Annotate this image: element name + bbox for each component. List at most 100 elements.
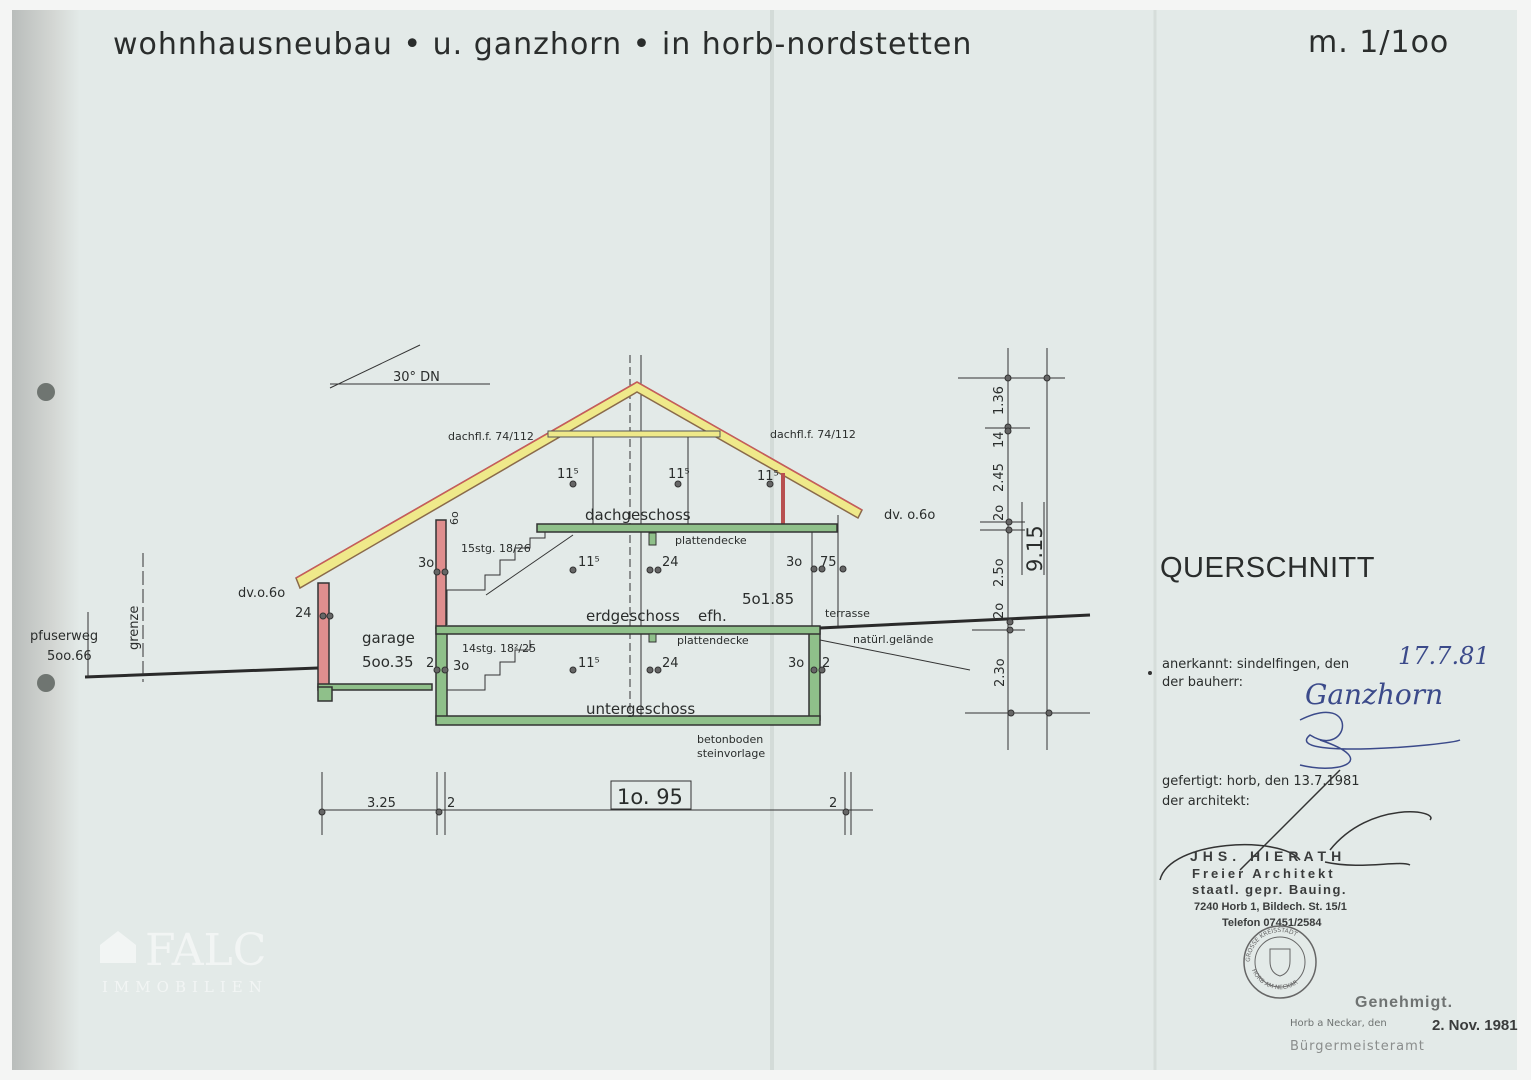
client-signature: Ganzhorn xyxy=(1305,678,1443,711)
ground-floor-level: 5o1.85 xyxy=(742,590,794,608)
lower-stairs xyxy=(446,640,531,716)
client-label: der bauherr: xyxy=(1162,675,1243,690)
bullet xyxy=(1148,671,1152,675)
collar-beam xyxy=(547,430,721,438)
client-signature-flourish xyxy=(1299,711,1461,769)
wall-thickness-labels: 11⁵ 11⁵ 11⁵ 11⁵ 11⁵ 24 24 24 3o 3o 3o 3o… xyxy=(295,467,837,674)
vertical-dimension-labels: 1.36 14 2.45 2o 2.5o 2o 2.3o xyxy=(992,386,1008,687)
architect-signature xyxy=(1159,769,1432,881)
dim-wall-right: 2 xyxy=(829,796,837,811)
floor-label-attic: dachgeschoss xyxy=(585,506,691,524)
footpath-level: 5oo.66 xyxy=(47,649,92,664)
section-title: QUERSCHNITT xyxy=(1160,552,1375,584)
svg-text:JHS. HIERATH: JHS. HIERATH xyxy=(1190,848,1346,864)
slab-label-lower: plattendecke xyxy=(677,634,749,647)
knee-wall-height: 6o xyxy=(448,511,461,525)
floor-label-basement: untergeschoss xyxy=(586,700,695,718)
upper-stairs-stringer xyxy=(485,534,574,596)
svg-text:Genehmigt.: Genehmigt. xyxy=(1355,994,1453,1011)
svg-text:14: 14 xyxy=(992,431,1007,448)
coat-of-arms-icon xyxy=(1269,948,1291,977)
svg-text:2.5o: 2.5o xyxy=(992,558,1007,587)
overall-width-box xyxy=(610,780,692,810)
svg-text:2: 2 xyxy=(426,656,434,671)
ground-floor-slab xyxy=(435,625,821,635)
stairs-label-upper: 15stg. 18/26 xyxy=(461,542,531,555)
svg-text:2o: 2o xyxy=(992,603,1007,619)
svg-text:staatl. gepr. Bauing.: staatl. gepr. Bauing. xyxy=(1192,882,1347,897)
punch-hole xyxy=(37,674,55,692)
svg-text:7240 Horb 1, Bildech. St. 15/1: 7240 Horb 1, Bildech. St. 15/1 xyxy=(1194,901,1347,913)
terrace-label: terrasse xyxy=(825,607,870,620)
floor-label-ground: erdgeschoss xyxy=(586,607,680,625)
garage-level: 5oo.35 xyxy=(362,653,414,671)
svg-text:2o: 2o xyxy=(992,505,1007,521)
floor-label-garage: garage xyxy=(362,629,415,647)
eave-overhang-right: dv. o.6o xyxy=(884,508,935,523)
basement-wall-left xyxy=(435,627,448,721)
drawing-scale: m. 1/1oo xyxy=(1308,25,1449,60)
accepted-line: anerkannt: sindelfingen, den xyxy=(1162,657,1349,672)
architect-label: der architekt: xyxy=(1162,794,1250,809)
garage-footing xyxy=(317,686,333,702)
stone-base-label: steinvorlage xyxy=(697,747,765,760)
svg-text:11⁵: 11⁵ xyxy=(757,469,779,484)
watermark-logo: FALC IMMOBILIEN xyxy=(100,925,268,996)
horizontal-dimension-ticks xyxy=(318,772,852,835)
svg-text:Freier Architekt: Freier Architekt xyxy=(1192,866,1336,881)
paper-edge-shadow xyxy=(12,10,80,1070)
roof-covering xyxy=(636,381,863,511)
rafter-label-left: dachfl.f. 74/112 xyxy=(448,430,534,443)
natural-ground-label: natürl.gelände xyxy=(853,633,934,646)
architect-stamp: JHS. HIERATH Freier Architekt staatl. ge… xyxy=(1190,848,1347,929)
attic-floor-slab xyxy=(536,523,838,533)
roof-covering xyxy=(295,381,638,579)
basement-wall-right xyxy=(808,627,821,721)
boundary-label: grenze xyxy=(127,606,142,650)
garage-wall xyxy=(317,582,330,688)
svg-text:FALC: FALC xyxy=(145,925,266,976)
svg-text:2. Nov. 1981: 2. Nov. 1981 xyxy=(1432,1017,1518,1034)
drawing-title: wohnhausneubau • u. ganzhorn • in horb-n… xyxy=(113,27,972,62)
svg-text:Telefon 07451/2584: Telefon 07451/2584 xyxy=(1222,917,1322,929)
beam xyxy=(648,532,657,546)
stairs-label-lower: 14stg. 18²/25 xyxy=(462,642,536,655)
svg-text:24: 24 xyxy=(662,656,679,671)
slab-label-upper: plattendecke xyxy=(675,534,747,547)
svg-text:1.36: 1.36 xyxy=(992,386,1007,415)
dim-wall-left: 2 xyxy=(447,796,455,811)
svg-text:2.3o: 2.3o xyxy=(993,658,1008,687)
svg-text:11⁵: 11⁵ xyxy=(578,555,600,570)
floor-label-ground-suffix: efh. xyxy=(698,607,727,625)
dim-garage-width: 3.25 xyxy=(367,796,396,811)
svg-text:3o: 3o xyxy=(453,659,469,674)
dimension-markers xyxy=(319,480,847,674)
punch-hole xyxy=(37,383,55,401)
svg-text:2: 2 xyxy=(822,656,830,671)
pitch-line xyxy=(329,344,421,389)
vertical-dimension-lines xyxy=(958,348,1090,750)
svg-text:11⁵: 11⁵ xyxy=(578,656,600,671)
beam xyxy=(648,633,657,643)
concrete-floor-label: betonboden xyxy=(697,733,763,746)
svg-text:3o: 3o xyxy=(788,656,804,671)
svg-text:IMMOBILIEN: IMMOBILIEN xyxy=(102,978,268,996)
total-height: 9.15 xyxy=(1023,525,1047,572)
svg-text:24: 24 xyxy=(295,606,312,621)
svg-text:Bürgermeisteramt: Bürgermeisteramt xyxy=(1290,1039,1425,1054)
svg-text:24: 24 xyxy=(662,555,679,570)
footpath-label: pfuserweg xyxy=(30,629,98,644)
svg-text:2.45: 2.45 xyxy=(992,463,1007,492)
rafter-label-right: dachfl.f. 74/112 xyxy=(770,428,856,441)
accepted-date: 17.7.81 xyxy=(1398,642,1490,670)
svg-text:3o: 3o xyxy=(786,555,802,570)
garage-slab xyxy=(317,683,433,691)
svg-text:75: 75 xyxy=(820,555,837,570)
knee-wall-post xyxy=(781,473,785,525)
upper-stairs xyxy=(446,531,573,625)
basement-slab xyxy=(435,715,821,726)
ground-line-left xyxy=(84,666,319,679)
svg-text:3o: 3o xyxy=(418,556,434,571)
